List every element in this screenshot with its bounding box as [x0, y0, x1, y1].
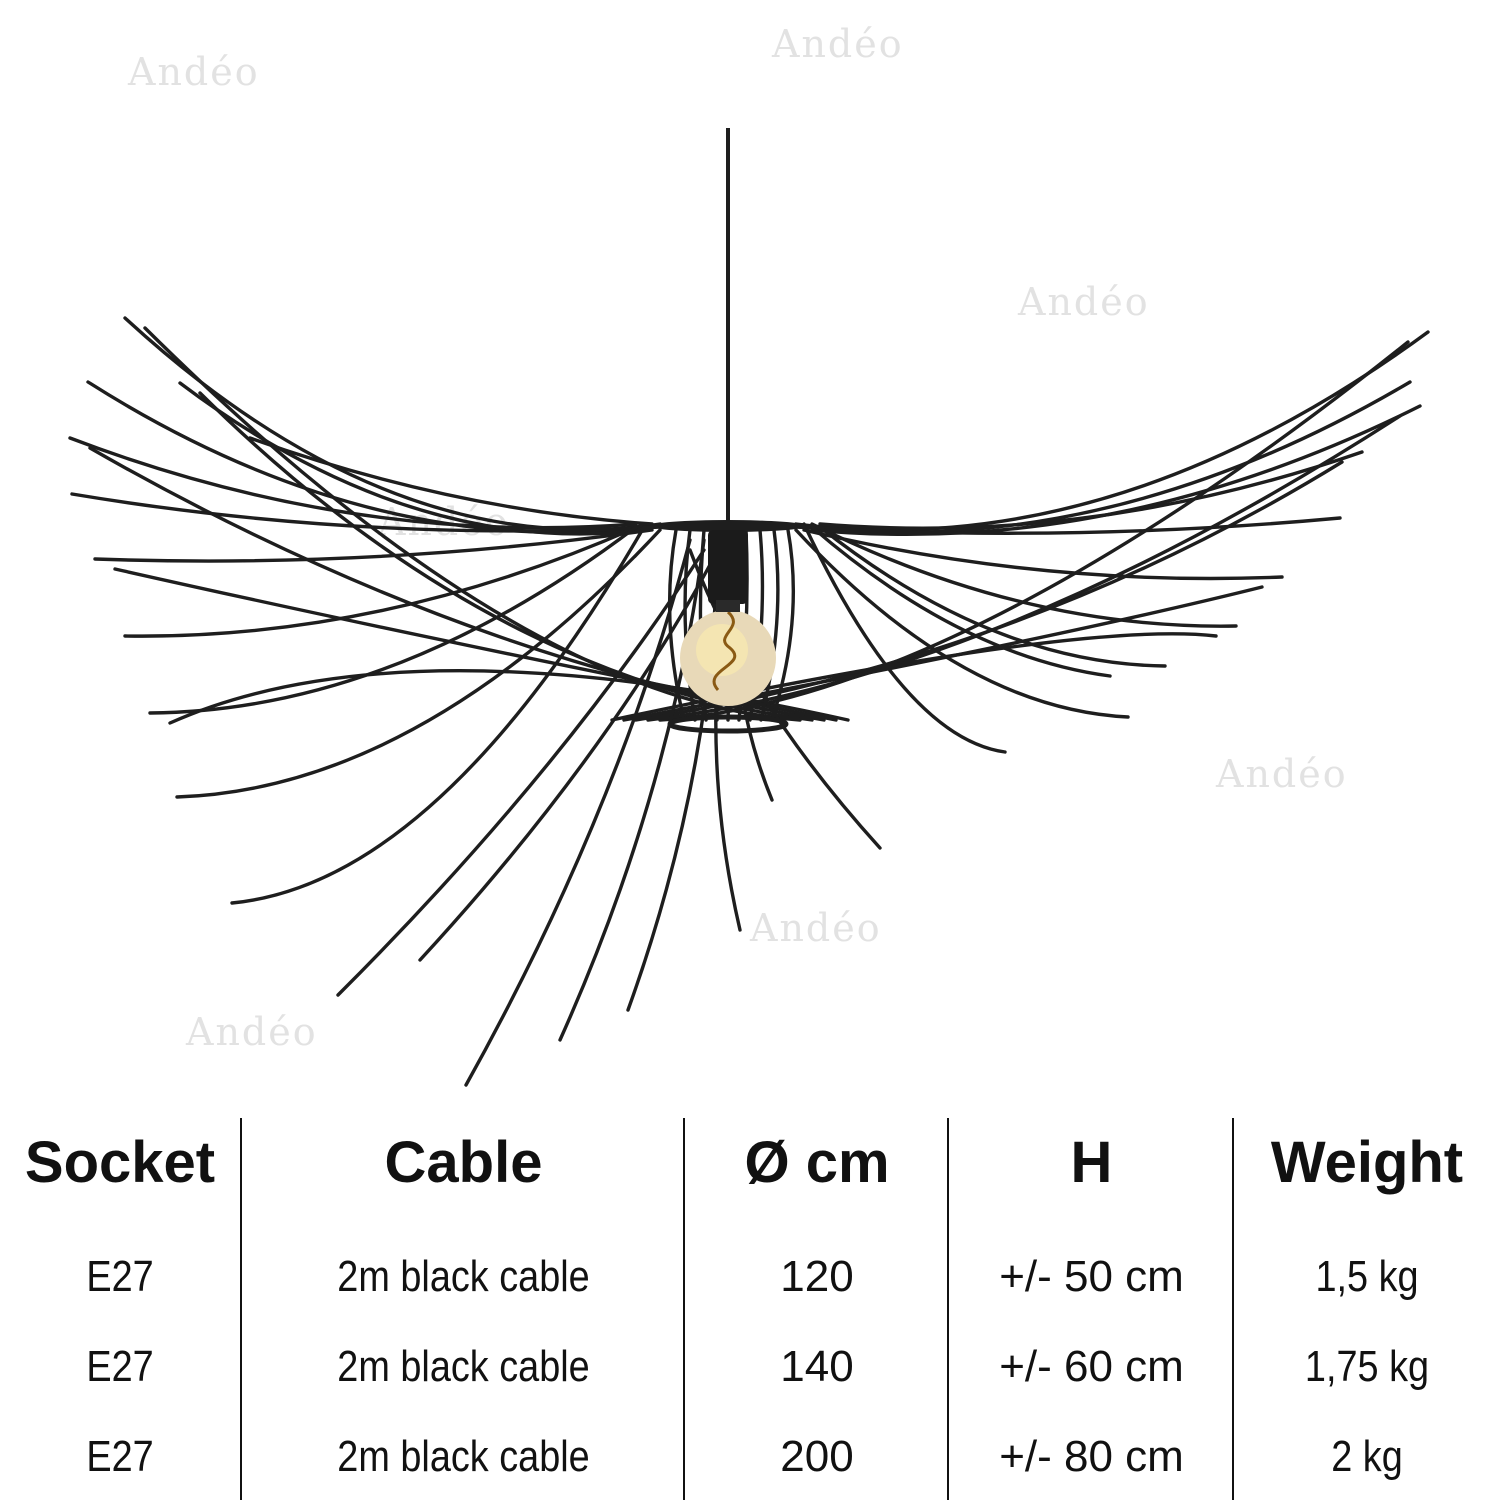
lamp-wire — [683, 528, 697, 722]
lamp-wire — [770, 528, 796, 722]
lamp-wire — [794, 528, 1130, 719]
cell-height-row2: +/- 60 cm — [999, 1342, 1184, 1391]
cell-diameter-row2: 140 — [780, 1342, 854, 1391]
cell-cable-row1: 2m black cable — [337, 1252, 590, 1301]
lamp-bottom-ring — [667, 714, 789, 734]
lamp-wire — [667, 528, 686, 722]
cell-socket-row3: E27 — [86, 1432, 154, 1481]
cell-weight-row3: 2 kg — [1331, 1432, 1403, 1481]
cell-height-row3: +/- 80 cm — [999, 1432, 1184, 1481]
watermark-3: Andéo — [1018, 280, 1150, 324]
lamp-wire — [123, 316, 662, 532]
lamp-wire — [248, 436, 654, 526]
watermark-2: Andéo — [772, 22, 904, 66]
lamp-wire — [123, 522, 646, 638]
cell-cable-row3: 2m black cable — [337, 1432, 590, 1481]
header-diameter: Ø cm — [744, 1130, 890, 1195]
lamp-top-ring — [650, 520, 806, 532]
column-diameter: Ø cm 120 140 200 — [683, 1118, 949, 1500]
watermark-1: Andéo — [128, 50, 260, 94]
lamp-wire — [802, 522, 1007, 754]
spec-table: Socket E27 E27 E27 Cable 2m black cable … — [0, 1118, 1500, 1500]
cell-socket-row2: E27 — [86, 1342, 154, 1391]
lamp-wire — [93, 528, 654, 563]
lamp-wire — [759, 528, 780, 722]
watermark-6: Andéo — [750, 906, 882, 950]
cell-cable-row2: 2m black cable — [337, 1342, 590, 1391]
lamp-wire — [794, 516, 1342, 535]
lamp-wire — [626, 538, 720, 1012]
column-weight: Weight 1,5 kg 1,75 kg 2 kg — [1232, 1118, 1500, 1500]
lamp-socket — [708, 530, 748, 604]
lamp-wire-shade — [68, 316, 1430, 1087]
header-weight: Weight — [1270, 1130, 1464, 1195]
watermark-5: Andéo — [1216, 752, 1348, 796]
lamp-wire — [70, 492, 662, 533]
watermark-7: Andéo — [186, 1010, 318, 1054]
column-socket: Socket E27 E27 E27 — [0, 1118, 240, 1500]
cell-diameter-row1: 120 — [780, 1252, 854, 1301]
lamp-wire — [802, 528, 1284, 581]
lamp-wire — [794, 330, 1430, 532]
lamp-wire — [558, 538, 706, 1042]
cell-socket-row1: E27 — [86, 1252, 154, 1301]
lamp-wire — [178, 381, 646, 536]
cell-weight-row1: 1,5 kg — [1315, 1252, 1419, 1301]
header-cable: Cable — [384, 1130, 543, 1195]
light-bulb — [680, 600, 776, 706]
column-height: H +/- 50 cm +/- 60 cm +/- 80 cm — [947, 1118, 1234, 1500]
lamp-wire — [418, 548, 720, 962]
column-cable: Cable 2m black cable 2m black cable 2m b… — [240, 1118, 685, 1500]
lamp-wire — [175, 528, 662, 799]
lamp-wire — [818, 450, 1364, 530]
header-socket: Socket — [24, 1130, 216, 1195]
lamp-wire — [230, 525, 646, 905]
lamp-wire — [336, 548, 706, 997]
pendant-lamp-illustration — [68, 128, 1430, 1087]
cell-weight-row2: 1,75 kg — [1304, 1342, 1430, 1391]
cell-height-row1: +/- 50 cm — [999, 1252, 1184, 1301]
header-height: H — [1070, 1130, 1113, 1195]
lamp-wire — [148, 525, 638, 715]
cell-diameter-row3: 200 — [780, 1432, 854, 1481]
lamp-wire — [658, 340, 1410, 722]
lamp-wire — [810, 525, 1112, 678]
